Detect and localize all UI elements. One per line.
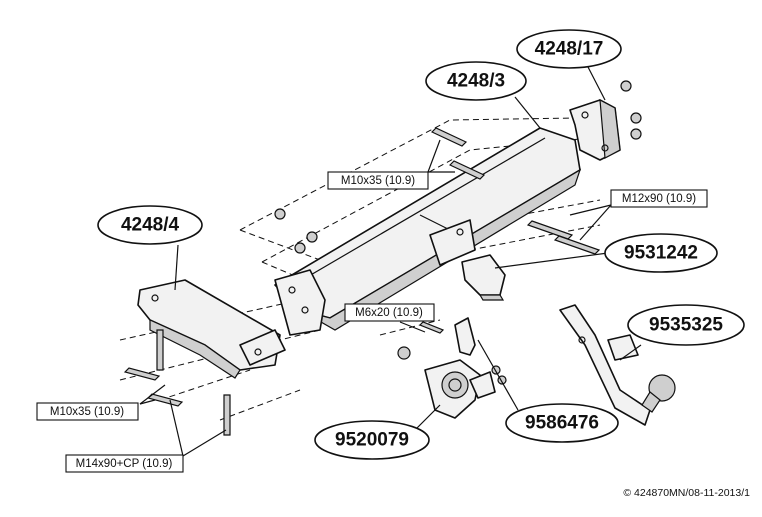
electrical-socket [424, 359, 496, 419]
bolt-m10-top-2 [448, 160, 486, 180]
socket-plate [454, 317, 476, 356]
nut-4 [274, 208, 286, 220]
callout-4248-3-text: 4248/3 [447, 71, 505, 92]
callout-9531242-text: 9531242 [624, 243, 698, 264]
bolt-m10-top-1 [430, 127, 468, 147]
label-m6x20-text: M6x20 (10.9) [355, 307, 423, 319]
label-m14x90-text: M14x90+CP (10.9) [76, 458, 173, 470]
right-bracket [569, 98, 621, 161]
bolt-m14 [223, 394, 231, 436]
nut-1 [620, 80, 632, 92]
label-m10x35-top-text: M10x35 (10.9) [341, 175, 415, 187]
copyright-notice: © 424870MN/08-11-2013/1 [623, 487, 750, 499]
label-m10x35-top: M10x35 (10.9) [327, 171, 429, 190]
callout-9520079: 9520079 [314, 420, 430, 460]
label-m12x90: M12x90 (10.9) [610, 189, 708, 208]
callout-4248-4-text: 4248/4 [121, 215, 180, 236]
bolt-m12-2 [553, 235, 601, 255]
bolt-m10-bottom-1 [123, 367, 161, 381]
nut-6 [294, 242, 306, 254]
nut-5 [306, 231, 318, 243]
callout-9520079-text: 9520079 [335, 430, 409, 451]
callout-4248-3: 4248/3 [425, 61, 527, 101]
ball-neck [559, 304, 676, 426]
label-m10x35-bottom-text: M10x35 (10.9) [50, 406, 124, 418]
callout-9535325-text: 9535325 [649, 315, 723, 336]
label-m14x90: M14x90+CP (10.9) [65, 454, 184, 473]
crossbar [274, 127, 582, 336]
callout-9586476-text: 9586476 [525, 413, 599, 434]
label-m12x90-text: M12x90 (10.9) [622, 193, 696, 205]
label-m10x35-bottom: M10x35 (10.9) [36, 402, 139, 421]
fasteners [123, 80, 642, 436]
callout-4248-17: 4248/17 [516, 29, 622, 69]
socket-bracket [461, 254, 506, 301]
bolt-m12-1 [526, 220, 574, 240]
nut-3 [630, 128, 642, 140]
left-bracket [137, 279, 286, 379]
callout-4248-17-text: 4248/17 [535, 39, 604, 60]
callout-9586476: 9586476 [505, 403, 619, 443]
callout-9535325: 9535325 [627, 304, 745, 346]
leader-lines [139, 66, 642, 457]
bolt-m6 [418, 321, 445, 334]
nut-2 [630, 112, 642, 124]
nut-7 [397, 346, 411, 360]
label-m6x20: M6x20 (10.9) [344, 303, 435, 322]
callout-9531242: 9531242 [604, 233, 718, 273]
bolt-vertical-left [156, 329, 164, 371]
callout-4248-4: 4248/4 [97, 205, 203, 245]
